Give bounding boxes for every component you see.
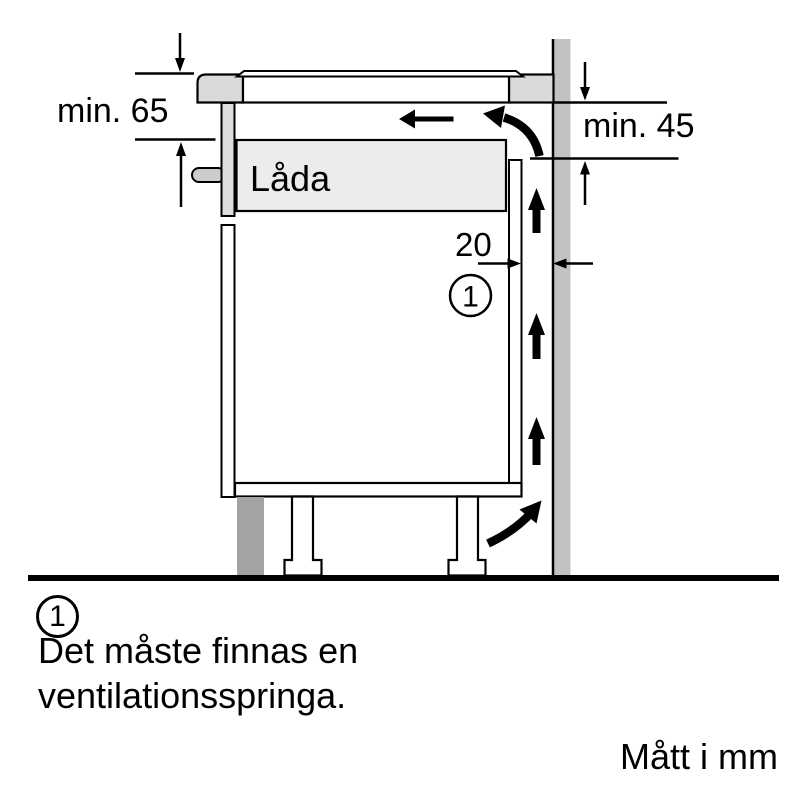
- dim-label-min65: min. 65: [57, 92, 169, 130]
- wall: [554, 39, 571, 575]
- cabinet-front-panel: [220, 224, 236, 498]
- arrow-left-icon: [553, 258, 567, 269]
- callout-circle: [448, 273, 493, 318]
- arrow-up-icon: [580, 161, 590, 175]
- airflow-up-arrow-icon: [528, 188, 545, 210]
- legend-text: Det måste finnas en ventilationsspringa.: [38, 628, 358, 718]
- cabinet-bottom: [233, 481, 523, 498]
- dim-label-min45: min. 45: [583, 107, 695, 145]
- legend-number: 1: [49, 599, 66, 633]
- hob-body: [241, 74, 511, 104]
- airflow-curve-bottom: [486, 510, 534, 548]
- airflow-up-arrow-shaft: [532, 210, 541, 233]
- dimension-vent-gap: 20: [455, 226, 593, 269]
- callout-number: 1: [462, 281, 479, 314]
- legend-callout-circle: 1: [36, 595, 79, 638]
- drawer-box: [235, 138, 508, 213]
- worktop-left: [196, 73, 245, 104]
- airflow-curve-bottom-arrowhead-icon: [519, 500, 542, 524]
- arrow-down-icon: [175, 58, 185, 72]
- airflow-up-arrow-icon: [528, 313, 545, 335]
- drawer-handle: [191, 167, 226, 183]
- callout-1: 1: [448, 273, 493, 318]
- cabinet-leg-left: [283, 495, 323, 577]
- airflow-up-arrow-shaft: [532, 335, 541, 359]
- dimension-wall-clearance: min. 45: [530, 62, 695, 205]
- arrow-right-icon: [507, 258, 521, 269]
- cabinet-leg-right: [447, 495, 487, 577]
- hob-glass: [234, 70, 526, 78]
- dim-label-20: 20: [455, 226, 492, 263]
- worktop-right: [507, 73, 555, 104]
- cabinet-back-panel: [508, 159, 523, 484]
- plinth: [237, 497, 264, 576]
- dimension-top-clearance: min. 65: [57, 33, 216, 207]
- arrow-down-icon: [580, 87, 590, 101]
- airflow-curve-top-arrowhead-icon: [483, 105, 505, 128]
- units-note: Mått i mm: [620, 736, 778, 777]
- airflow-up-arrow-shaft: [532, 439, 541, 465]
- airflow-curve-top: [502, 113, 544, 158]
- airflow-up-arrow-icon: [528, 417, 545, 439]
- arrow-up-icon: [176, 142, 186, 156]
- airflow-arrows: [399, 105, 545, 548]
- legend-text-line2: ventilationsspringa.: [38, 675, 347, 716]
- drawer-label: Låda: [250, 158, 331, 199]
- airflow-left-arrow-icon: [399, 109, 454, 129]
- legend-text-line1: Det måste finnas en: [38, 630, 359, 671]
- drawer-front-panel: [220, 102, 236, 217]
